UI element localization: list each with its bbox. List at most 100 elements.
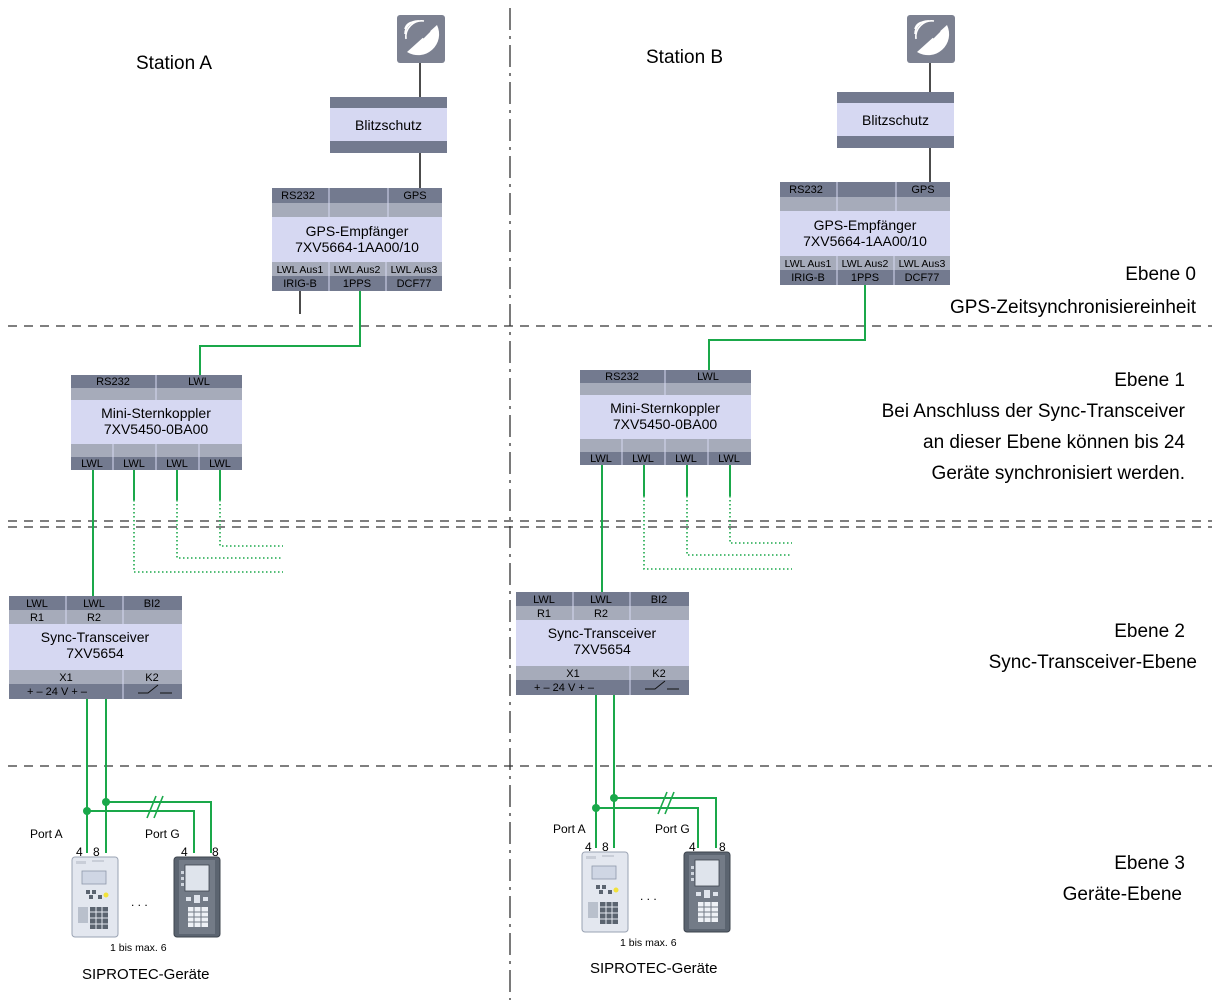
devices-ellipsis: . . . (131, 895, 148, 909)
protection-device-dark-icon (173, 856, 221, 938)
relay-contact-icon (138, 684, 159, 694)
star-unused-outputs-b (643, 496, 792, 570)
gps-out-3-b: LWL Aus3 (899, 258, 946, 270)
level-separators (8, 325, 1212, 767)
sync-port-bi2-b: BI2 (651, 594, 668, 606)
gps-receiver-box: RS232 GPS GPS-Empfänger 7XV5664-1AA00/10… (272, 188, 442, 291)
sync-x1-b: X1 (566, 668, 579, 680)
sync-port-r2: R2 (87, 612, 101, 624)
devices-range: 1 bis max. 6 (110, 942, 167, 954)
sync-k2: K2 (145, 672, 158, 684)
station-b-title: Station B (646, 47, 723, 68)
protection-device-icon (71, 856, 119, 938)
port-g-label: Port G (145, 827, 180, 841)
relay-contact-icon-b (645, 680, 666, 690)
level-2-desc: Sync-Transceiver-Ebene (989, 652, 1197, 673)
star-out-4-b: LWL (718, 453, 740, 465)
gps-out-1-b: LWL Aus1 (785, 258, 832, 270)
level-2-title: Ebene 2 (1114, 621, 1185, 642)
protection-device-dark-icon-b (683, 851, 731, 933)
gps-name-b: GPS-Empfänger (814, 217, 917, 233)
gps-signal-1pps: 1PPS (343, 278, 371, 290)
level-1-desc-line-3: Geräte synchronisiert werden. (932, 463, 1185, 484)
fiber-gps-to-star (199, 291, 361, 375)
pin-4-label: 4 (76, 845, 83, 859)
star-model-b: 7XV5450-0BA00 (613, 416, 718, 432)
star-out-1-b: LWL (590, 453, 612, 465)
bus-junctions (83, 798, 110, 815)
star-port-lwl-b: LWL (697, 371, 719, 383)
level-3-desc: Geräte-Ebene (1063, 884, 1182, 905)
gps-out-1: LWL Aus1 (277, 264, 324, 276)
level-1-desc-line-2: an dieser Ebene können bis 24 (923, 432, 1185, 453)
protection-device-icon-b (581, 851, 629, 933)
sync-supply-b: + – 24 V + – (534, 682, 595, 694)
star-out-3-b: LWL (675, 453, 697, 465)
star-coupler-box: RS232 LWL Mini-Sternkoppler 7XV5450-0BA0… (71, 375, 242, 470)
star-outputs (92, 470, 221, 596)
sync-model-b: 7XV5654 (573, 641, 631, 657)
gps-port-gps: GPS (403, 190, 426, 202)
sync-port-r2-b: R2 (594, 608, 608, 620)
lightning-protection-label-b: Blitzschutz (862, 112, 929, 128)
pin-4-label-b: 4 (585, 840, 592, 854)
star-port-rs232-b: RS232 (605, 371, 639, 383)
level-0-desc: GPS-Zeitsynchronisiereinheit (950, 297, 1197, 318)
station-b: Blitzschutz RS232 GPS GPS-Empfänger 7XV5… (516, 14, 956, 977)
sync-transceiver-box: LWL LWL BI2 R1 R2 Sync-Transceiver 7XV56… (9, 596, 182, 699)
gps-out-2-b: LWL Aus2 (842, 258, 889, 270)
gps-model-b: 7XV5664-1AA00/10 (803, 233, 927, 249)
bus-junctions-b (592, 794, 618, 812)
level-0-title: Ebene 0 (1125, 264, 1196, 285)
lightning-protection-box: Blitzschutz (330, 97, 447, 153)
pin-8-label-g-b: 8 (719, 840, 726, 854)
level-1-desc-line-1: Bei Anschluss der Sync-Transceiver (882, 401, 1186, 422)
star-name: Mini-Sternkoppler (101, 405, 211, 421)
devices-range-b: 1 bis max. 6 (620, 937, 677, 949)
gps-port-rs232-b: RS232 (789, 184, 823, 196)
satellite-antenna-icon (396, 14, 446, 64)
gps-signal-dcf77: DCF77 (397, 278, 432, 290)
gps-model: 7XV5664-1AA00/10 (295, 239, 419, 255)
bus-wires (86, 699, 212, 853)
level-3-title: Ebene 3 (1114, 853, 1185, 874)
port-a-label: Port A (30, 827, 63, 841)
sync-name-b: Sync-Transceiver (548, 625, 657, 641)
pin-4-label-g: 4 (181, 845, 188, 859)
star-port-lwl: LWL (188, 376, 210, 388)
gps-port-rs232: RS232 (281, 190, 315, 202)
star-name-b: Mini-Sternkoppler (610, 400, 720, 416)
star-out-3: LWL (166, 458, 188, 470)
sync-supply: + – 24 V + – (27, 686, 88, 698)
wire-break-icon (146, 795, 164, 819)
port-a-label-b: Port A (553, 822, 586, 836)
gps-signal-1pps-b: 1PPS (851, 272, 879, 284)
sync-port-bi2: BI2 (144, 598, 161, 610)
pin-8-label-b: 8 (602, 840, 609, 854)
sync-name: Sync-Transceiver (41, 629, 150, 645)
devices-caption: SIPROTEC-Geräte (82, 966, 210, 983)
station-a: Blitzschutz RS232 GPS GPS-Empfänger 7XV5… (9, 14, 447, 983)
pin-4-label-g-b: 4 (689, 840, 696, 854)
lightning-protection-label: Blitzschutz (355, 117, 422, 133)
star-out-1: LWL (81, 458, 103, 470)
pin-8-label: 8 (93, 845, 100, 859)
star-out-2: LWL (123, 458, 145, 470)
gps-signal-irigb: IRIG-B (283, 278, 317, 290)
star-coupler-box-b: RS232 LWL Mini-Sternkoppler 7XV5450-0BA0… (580, 370, 751, 465)
gps-signal-irigb-b: IRIG-B (791, 272, 825, 284)
sync-port-lwl-1: LWL (26, 598, 48, 610)
sync-x1: X1 (59, 672, 72, 684)
satellite-antenna-icon-b (906, 14, 956, 64)
star-model: 7XV5450-0BA00 (104, 421, 209, 437)
gps-out-3: LWL Aus3 (391, 264, 438, 276)
star-out-2-b: LWL (632, 453, 654, 465)
sync-port-r1: R1 (30, 612, 44, 624)
bus-wires-b (595, 695, 717, 848)
star-unused-outputs (133, 500, 283, 573)
lightning-protection-box-b: Blitzschutz (837, 92, 954, 148)
sync-port-lwl-2: LWL (83, 598, 105, 610)
sync-transceiver-box-b: LWL LWL BI2 R1 R2 Sync-Transceiver 7XV56… (516, 592, 689, 695)
gps-name: GPS-Empfänger (306, 223, 409, 239)
